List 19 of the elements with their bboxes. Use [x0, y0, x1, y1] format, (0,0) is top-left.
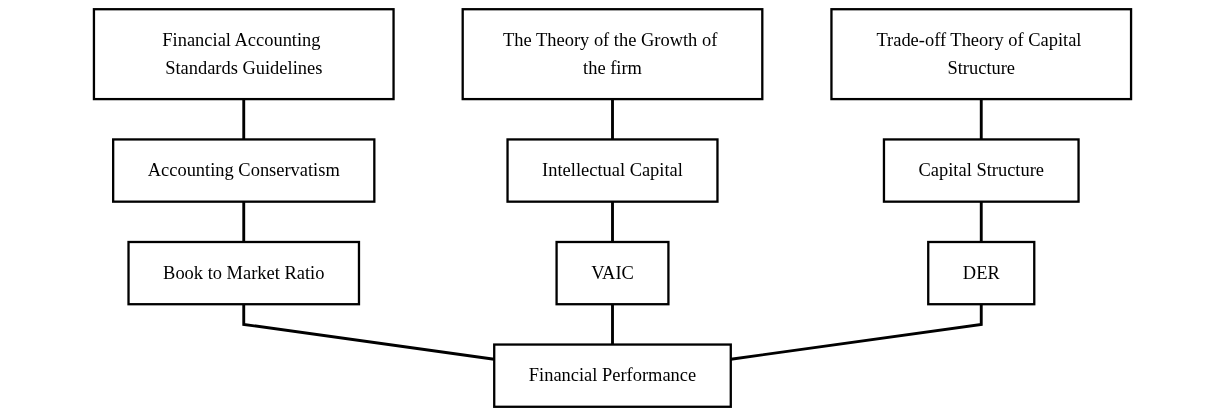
connector — [611, 201, 614, 242]
node-box: Capital Structure — [882, 138, 1080, 203]
node-box: Intellectual Capital — [506, 138, 719, 203]
node-box: VAIC — [555, 240, 670, 306]
node-box: Accounting Conservatism — [112, 138, 376, 203]
connector — [730, 304, 983, 361]
node-box: Book to Market Ratio — [127, 240, 361, 306]
connector — [242, 304, 495, 361]
connector — [979, 201, 983, 242]
connector — [611, 304, 614, 345]
connector — [979, 99, 983, 140]
node-box: DER — [927, 240, 1036, 306]
connector — [611, 99, 614, 140]
node-box: Trade-off Theory of Capital Structure — [830, 8, 1133, 101]
node-box: Financial Performance — [493, 343, 732, 408]
node-box: The Theory of the Growth of the firm — [461, 8, 764, 101]
connector — [242, 99, 246, 140]
connector — [242, 201, 246, 242]
node-box: Financial Accounting Standards Guidelines — [92, 8, 395, 101]
